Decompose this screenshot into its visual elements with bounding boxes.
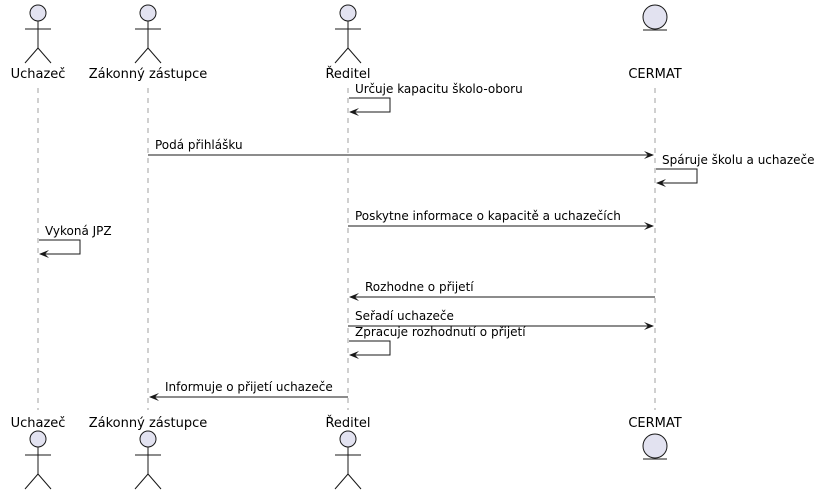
- arrow-head: [39, 250, 49, 258]
- reditel-bottom-actor-icon: [334, 430, 362, 490]
- actor-leg-left: [134, 473, 149, 490]
- cermat-top-entity-icon: [642, 4, 668, 31]
- actor-leg-left: [134, 47, 149, 64]
- message-label: Podá přihlášku: [155, 138, 243, 152]
- message-label: Vykoná JPZ: [45, 224, 112, 238]
- actor-head: [339, 430, 357, 448]
- actor-leg-left: [334, 47, 349, 64]
- actor-leg-left: [24, 473, 39, 490]
- lifelines: [37, 88, 656, 410]
- actor-leg-left: [24, 47, 39, 64]
- message-4: Poskytne informace o kapacitě a uchazečí…: [348, 209, 654, 230]
- message-9: Informuje o přijetí uchazeče: [149, 380, 348, 401]
- message-3: Spáruje školu a uchazeče: [656, 153, 815, 187]
- participant-label-bottom-uchazec: Uchazeč: [11, 416, 66, 431]
- message-5: Vykoná JPZ: [39, 224, 112, 258]
- message-6: Rozhodne o přijetí: [349, 280, 655, 301]
- message-1: Určuje kapacitu školo-oboru: [349, 82, 523, 116]
- arrow-head: [644, 322, 654, 330]
- zastupce-bottom-actor-icon: [134, 430, 162, 490]
- participant-label-top-uchazec: Uchazeč: [11, 67, 66, 82]
- uchazec-bottom-actor-icon: [24, 430, 52, 490]
- arrow-head: [644, 222, 654, 230]
- message-label: Seřadí uchazeče: [355, 309, 454, 323]
- participant-label-top-cermat: CERMAT: [628, 67, 681, 82]
- actor-leg-right: [37, 47, 52, 64]
- actor-leg-right: [147, 47, 162, 64]
- message-8: Zpracuje rozhodnutí o přijetí: [349, 325, 526, 359]
- self-message-line: [39, 239, 81, 255]
- arrow-head: [644, 151, 654, 159]
- zastupce-top-actor-icon: [134, 4, 162, 64]
- message-label: Zpracuje rozhodnutí o přijetí: [355, 325, 526, 339]
- participant-label-bottom-zastupce: Zákonný zástupce: [89, 416, 208, 431]
- participant-label-bottom-reditel: Ředitel: [325, 415, 370, 431]
- actor-head: [139, 4, 157, 22]
- message-7: Seřadí uchazeče: [348, 309, 654, 330]
- arrow-head: [349, 293, 359, 301]
- actor-head: [29, 430, 47, 448]
- participant-label-top-reditel: Ředitel: [325, 66, 370, 82]
- arrow-head: [349, 108, 359, 116]
- actor-leg-right: [347, 47, 362, 64]
- self-message-line: [656, 168, 698, 184]
- message-label: Poskytne informace o kapacitě a uchazečí…: [355, 209, 621, 223]
- entity-circle: [642, 433, 668, 459]
- entity-circle: [642, 4, 668, 30]
- actor-head: [139, 430, 157, 448]
- message-label: Rozhodne o přijetí: [365, 280, 474, 294]
- arrow-head: [149, 393, 159, 401]
- message-label: Informuje o přijetí uchazeče: [165, 380, 333, 394]
- actor-leg-right: [37, 473, 52, 490]
- actor-head: [29, 4, 47, 22]
- participant-label-bottom-cermat: CERMAT: [628, 416, 681, 431]
- self-message-line: [349, 97, 391, 113]
- actor-leg-left: [334, 473, 349, 490]
- message-label: Určuje kapacitu školo-oboru: [355, 82, 523, 96]
- uchazec-top-actor-icon: [24, 4, 52, 64]
- message-2: Podá přihlášku: [148, 138, 654, 159]
- actor-leg-right: [147, 473, 162, 490]
- arrow-head: [656, 179, 666, 187]
- arrow-head: [349, 351, 359, 359]
- actor-leg-right: [347, 473, 362, 490]
- cermat-bottom-entity-icon: [642, 433, 668, 460]
- reditel-top-actor-icon: [334, 4, 362, 64]
- self-message-line: [349, 340, 391, 356]
- message-label: Spáruje školu a uchazeče: [662, 153, 815, 167]
- participant-label-top-zastupce: Zákonný zástupce: [89, 67, 208, 82]
- actor-head: [339, 4, 357, 22]
